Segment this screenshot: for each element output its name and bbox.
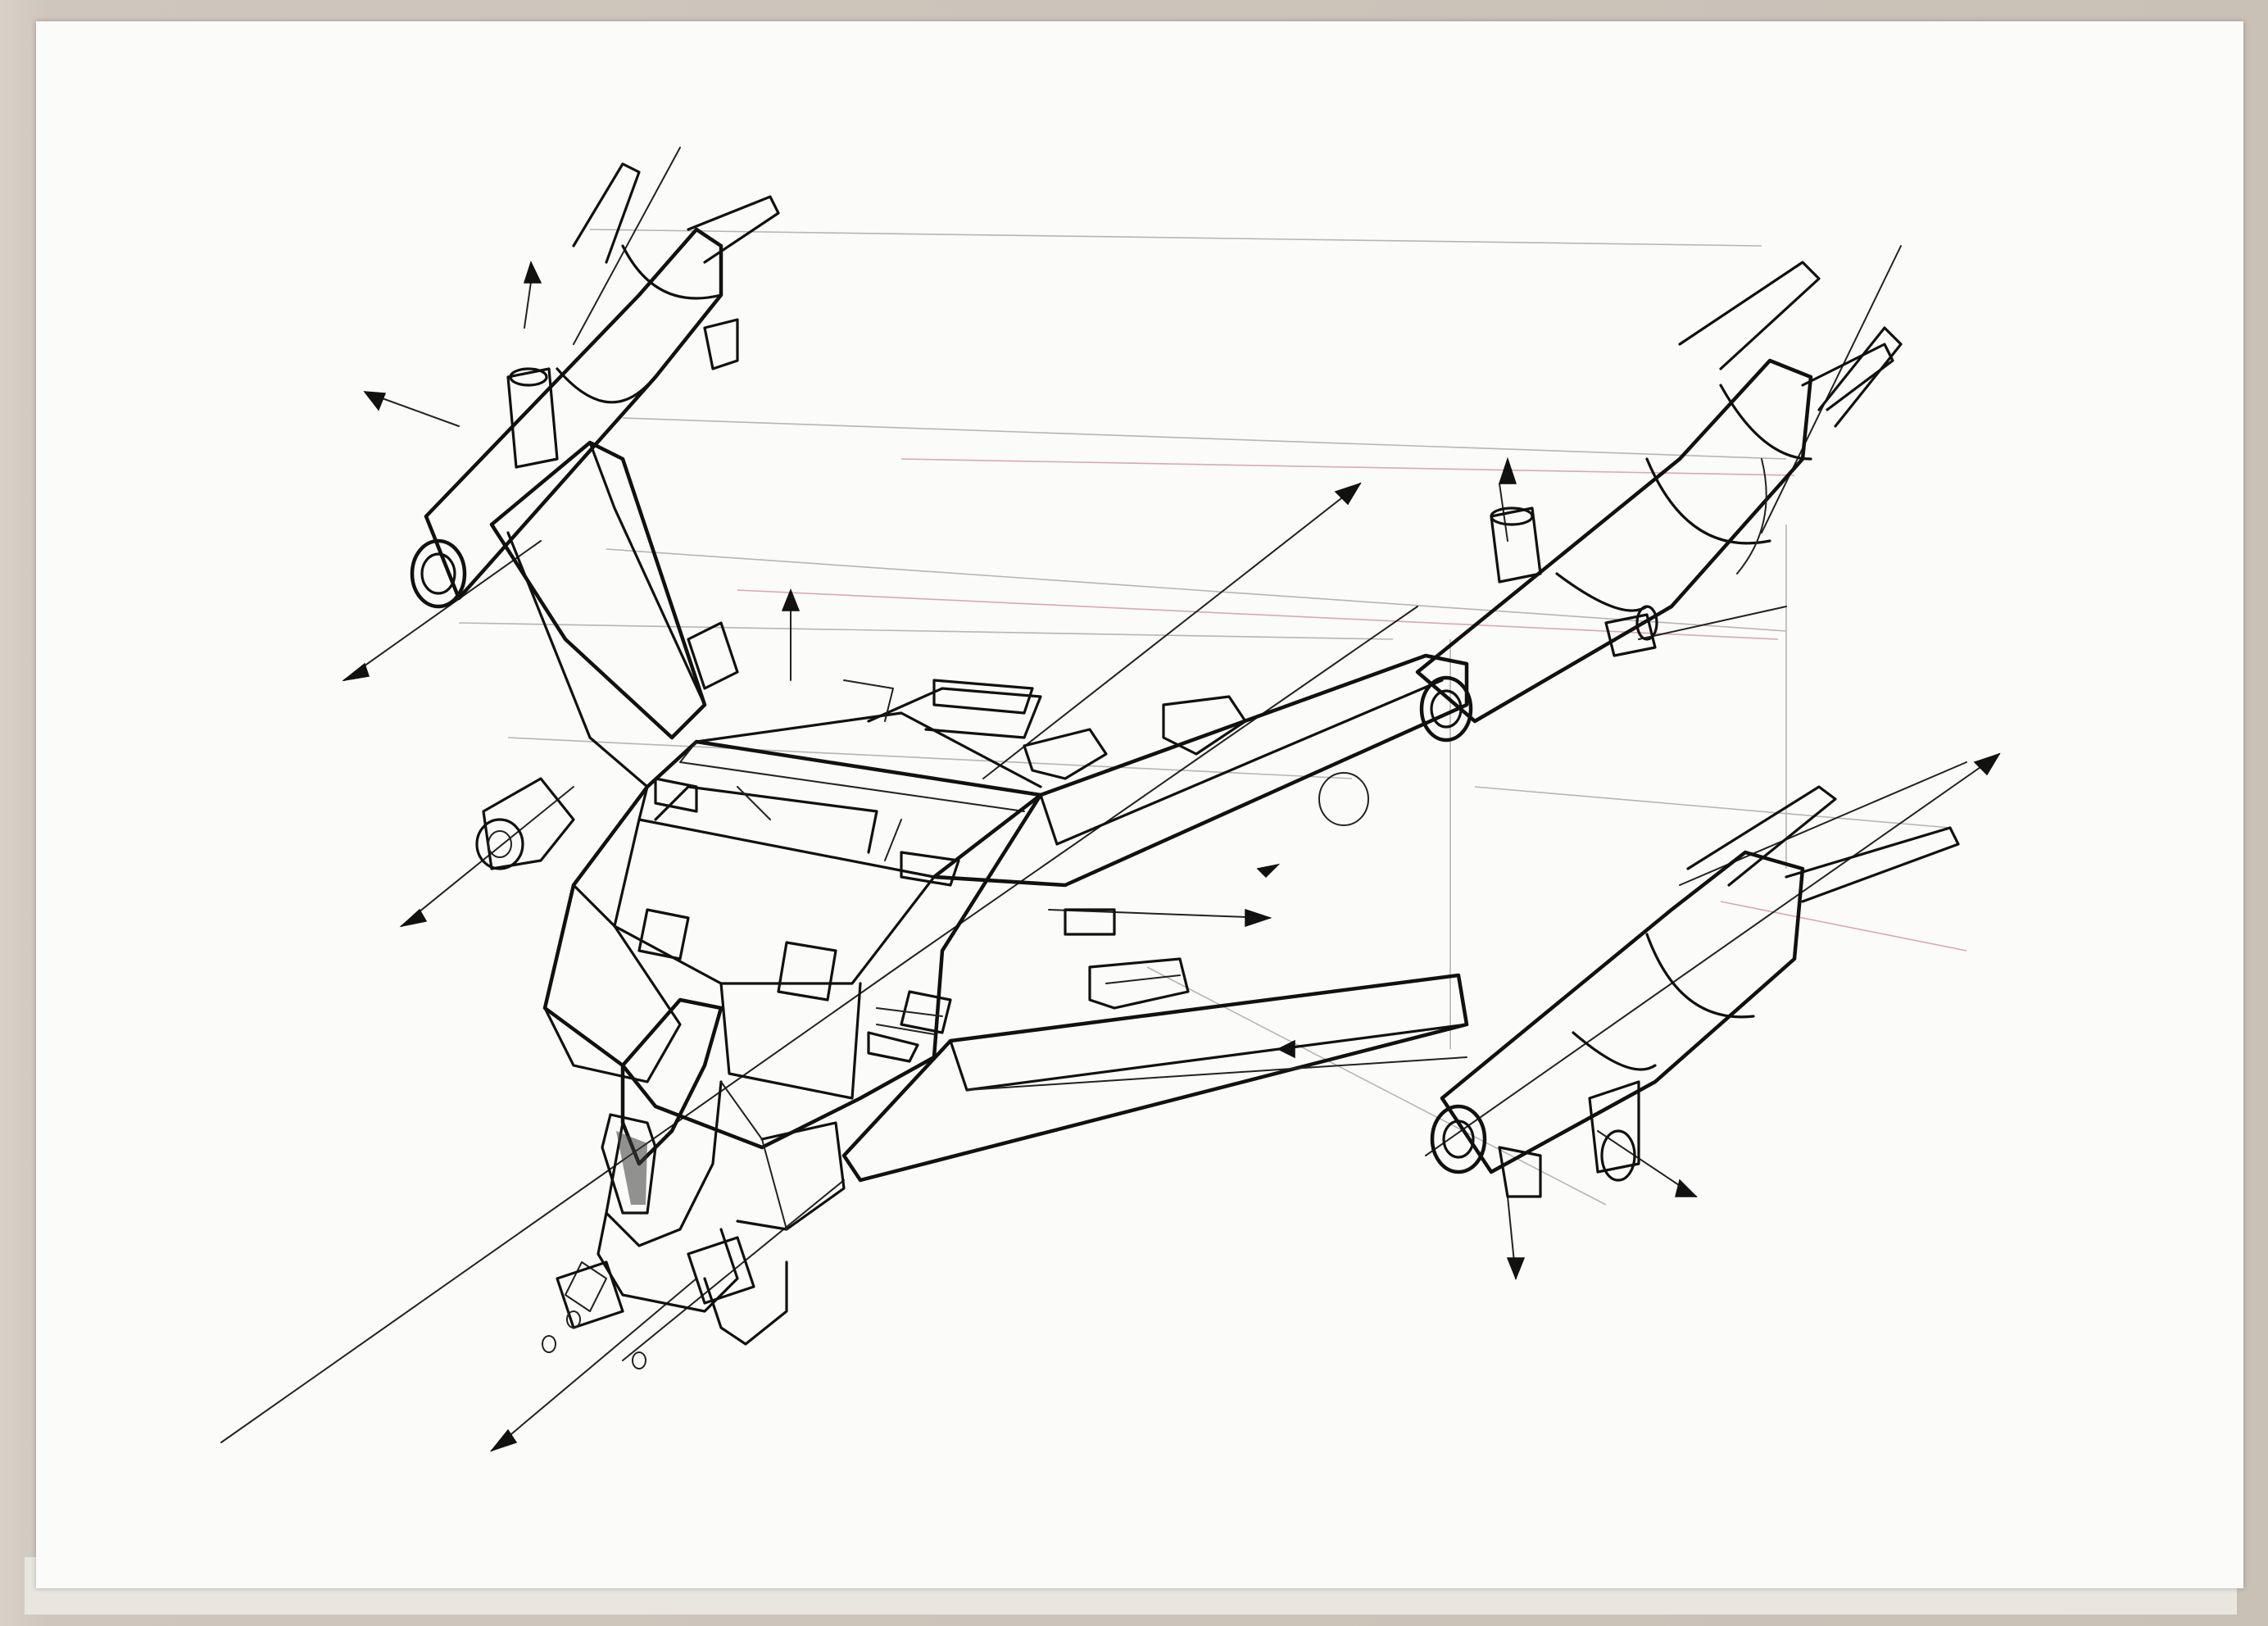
nose-cannons <box>542 1236 755 1369</box>
central-hull <box>542 679 1043 1346</box>
right-lower-engine <box>1430 785 1960 1198</box>
left-arm <box>475 440 739 870</box>
construction-lines <box>458 229 1967 1206</box>
left-engine <box>410 162 780 609</box>
right-upper-arm <box>932 653 1469 888</box>
axis-lines <box>220 147 2001 1452</box>
right-upper-engine <box>1415 261 1903 743</box>
drawing-paper <box>36 21 2243 1588</box>
right-lower-arm <box>841 908 1469 1183</box>
